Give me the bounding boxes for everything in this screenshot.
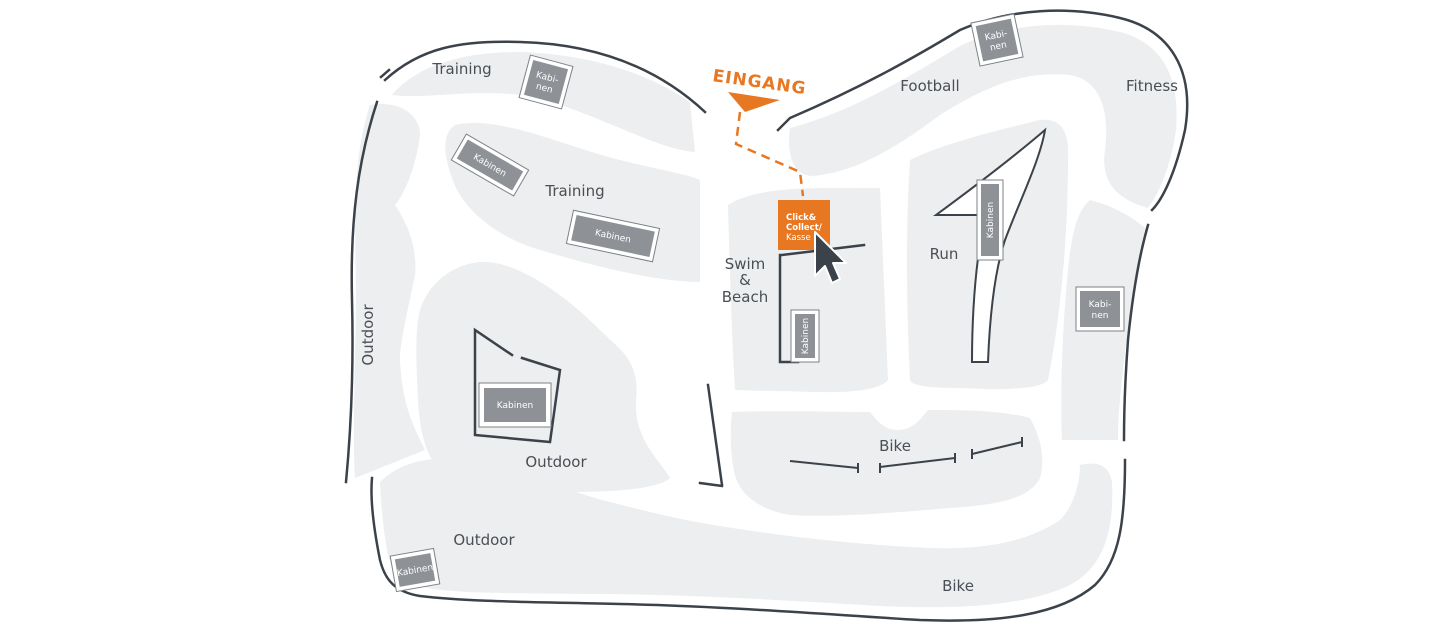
label-bike-bottom: Bike: [942, 577, 974, 595]
zone-training-top: [392, 52, 695, 152]
label-training-top: Training: [431, 60, 491, 78]
label-swim-amp: &: [739, 271, 751, 289]
kasse-label-line3: Kasse: [786, 233, 811, 243]
kasse-label-line1: Click&: [786, 213, 817, 223]
cabin-fitness: Kabi- nen: [1075, 286, 1125, 332]
label-bike-mid: Bike: [879, 437, 911, 455]
cabin-swim: Kabinen: [790, 309, 820, 363]
cabin-football: Kabi- nen: [970, 13, 1024, 67]
wall-right-middle: [1122, 223, 1150, 442]
zone-football: [789, 24, 1177, 208]
label-outdoor-left: Outdoor: [359, 304, 377, 366]
cabin-label: nen: [989, 40, 1008, 53]
cabin-label: nen: [535, 82, 554, 96]
entrance-arrow-icon: [728, 92, 780, 112]
cabin-label: Kabinen: [497, 401, 533, 411]
label-run: Run: [930, 245, 959, 263]
label-outdoor-bottom: Outdoor: [453, 531, 515, 549]
cabin-outdoor-center: Kabinen: [478, 382, 552, 428]
wall-left: [344, 100, 379, 484]
zone-outdoor-bottom: [380, 458, 1113, 608]
label-swim: Swim: [725, 255, 766, 273]
label-training-mid: Training: [544, 182, 604, 200]
label-fitness: Fitness: [1126, 77, 1178, 95]
bike-fixtures: [789, 437, 1023, 473]
cabin-run: Kabinen: [976, 179, 1004, 261]
wall-top-right: [776, 9, 1189, 212]
entrance-route: [734, 111, 805, 197]
cabin-label: Kabinen: [801, 318, 811, 354]
label-outdoor-center: Outdoor: [525, 453, 587, 471]
wall-inner-door: [698, 383, 724, 488]
cabin-label: Kabinen: [986, 202, 996, 238]
outdoor-center-walls: [473, 327, 562, 444]
kasse-label-line2: Collect/: [786, 223, 823, 233]
cabin-training-mid-a: Kabinen: [450, 133, 530, 197]
wall-top-left: [383, 40, 707, 114]
wall-top-left-end: [379, 68, 391, 79]
label-beach: Beach: [722, 288, 768, 306]
label-football: Football: [900, 77, 959, 95]
entrance-label: EINGANG: [711, 66, 807, 99]
cabin-label: Kabi-: [1089, 300, 1112, 310]
cabin-outdoor-bottom: Kabinen: [389, 547, 441, 593]
cabin-label: nen: [1092, 311, 1109, 321]
cabin-training-mid-b: Kabinen: [565, 209, 661, 263]
cabin-training-top: Kabi- nen: [518, 54, 574, 110]
mouse-pointer-icon: [814, 231, 847, 284]
cabin-label: Kabi-: [984, 29, 1008, 44]
wall-right-bottom: [370, 458, 1127, 622]
zone-bike-mid: [730, 410, 1043, 516]
zone-outdoor-left: [353, 104, 425, 478]
zone-swim-beach: [728, 187, 888, 393]
